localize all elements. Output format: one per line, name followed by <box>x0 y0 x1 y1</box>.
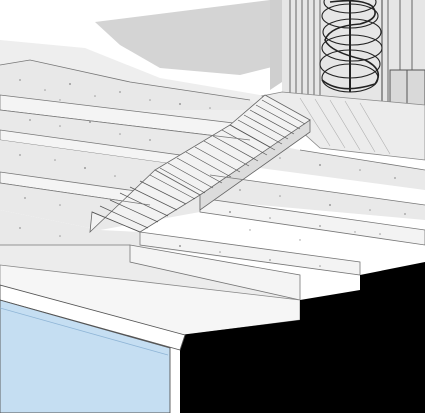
section-cut <box>180 242 425 413</box>
landing-deck-lines <box>299 97 391 155</box>
spiral-stair-railing <box>321 0 380 90</box>
pool-waterline <box>0 307 169 356</box>
spiral-stair-ring-4 <box>322 18 382 46</box>
terrace-edges <box>0 59 425 246</box>
terrace-1-top <box>0 60 262 110</box>
spiral-stair-ring-3 <box>321 34 383 62</box>
upper-wall-shadow <box>95 0 300 75</box>
spiral-stair <box>319 0 383 93</box>
pool <box>0 284 186 413</box>
pool-coping <box>0 284 186 351</box>
stair-treads <box>91 99 306 233</box>
concrete-speckle <box>19 79 406 267</box>
terrace-6-top <box>0 245 300 300</box>
pool-water <box>0 299 171 413</box>
